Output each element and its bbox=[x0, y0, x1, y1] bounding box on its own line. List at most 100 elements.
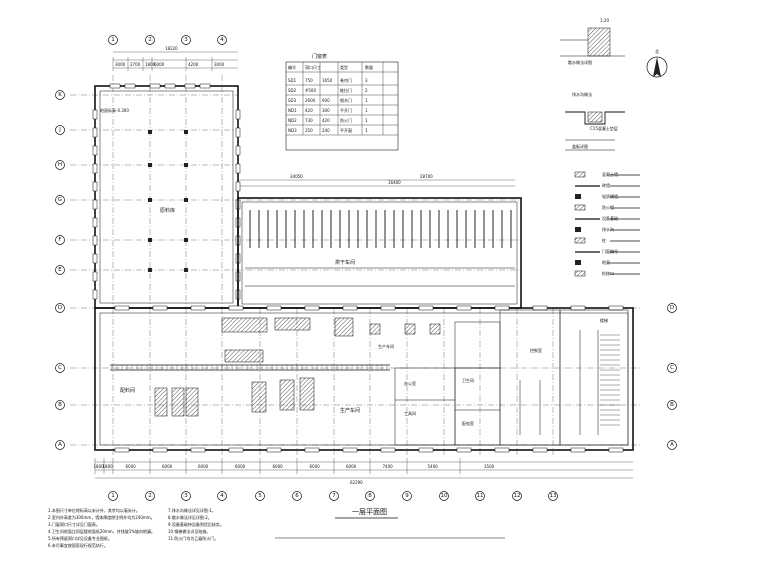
axis-bubble-row-A-label: A bbox=[58, 442, 62, 448]
elevation-label: 地面标高-0.300 bbox=[100, 107, 129, 113]
equipment-foundation bbox=[369, 323, 381, 335]
legend-item: 轻质隔墙 bbox=[575, 193, 640, 199]
schedule-header: 数量 bbox=[365, 64, 373, 70]
column-icon bbox=[148, 130, 152, 134]
axis-bubble-col-11-label: 11 bbox=[477, 493, 484, 499]
axis-bubble-row-B-label: B bbox=[58, 402, 62, 408]
schedule-cell: 1 bbox=[365, 128, 368, 133]
legend-item: 地漏 bbox=[575, 259, 640, 265]
schedule-cell: 推拉门 bbox=[340, 87, 352, 93]
axis-bubble-col-13-label: 13 bbox=[550, 493, 557, 499]
column-icon bbox=[148, 198, 152, 202]
axis-bubble-right-B-label: B bbox=[670, 402, 674, 408]
equipment-foundation bbox=[185, 387, 199, 417]
detail2-trench bbox=[587, 111, 603, 123]
dim-top-seg: 4200 bbox=[188, 62, 199, 67]
dim-mid-3: 16400 bbox=[388, 180, 401, 185]
dim-top-seg: 6000 bbox=[154, 62, 165, 67]
axis-bubble-col-7: 7 bbox=[329, 491, 339, 501]
legend-label: 柱 bbox=[602, 237, 606, 243]
schedule-header: 编号 bbox=[288, 64, 296, 70]
dim-bottom-seg: 6000 bbox=[162, 464, 173, 469]
dim-top-seg: 1800 bbox=[145, 62, 156, 67]
equipment-foundation bbox=[274, 317, 311, 331]
detail1-section bbox=[587, 27, 611, 57]
plan-title-text: 一层平面图 bbox=[352, 508, 387, 516]
schedule-cell: 600 bbox=[322, 98, 330, 103]
note-line: 10.钢梯做法详见结施。 bbox=[168, 528, 210, 534]
axis-bubble-col-7-label: 7 bbox=[332, 493, 336, 499]
note-line: 11.防火门均为乙级防火门。 bbox=[168, 535, 218, 541]
legend-item: 排水沟 bbox=[575, 226, 640, 232]
dim-top-seg: 3000 bbox=[214, 62, 225, 67]
axis-bubble-col-10-label: 10 bbox=[441, 493, 448, 499]
axis-bubble-row-J-label: J bbox=[58, 127, 61, 133]
note-line: 2.室内外高差为300mm，墙体厚度除注明外均为240mm。 bbox=[48, 514, 155, 520]
room-tool: 工具间 bbox=[404, 410, 416, 416]
axis-bubble-row-A: A bbox=[55, 440, 65, 450]
equipment-foundation bbox=[221, 317, 268, 333]
legend-label: 混凝土墙 bbox=[602, 171, 618, 177]
room-office: 办公室 bbox=[404, 380, 416, 386]
detail1-note: 1:20 bbox=[600, 18, 609, 23]
detail-drawings: 散水做法详图 1:20 北 排水沟做法 C15混凝土垫层 盖板详图 bbox=[560, 18, 668, 151]
legend-item: 砖墙 bbox=[575, 182, 640, 188]
legend-label: 砖墙 bbox=[602, 182, 610, 188]
axis-bubble-row-D: D bbox=[55, 303, 65, 313]
dim-bottom-seg: 6000 bbox=[235, 464, 246, 469]
column-icon bbox=[148, 268, 152, 272]
schedule-cell: 2 bbox=[365, 88, 368, 93]
legend-item: 混凝土墙 bbox=[574, 171, 640, 178]
axis-bubble-col-12: 12 bbox=[512, 491, 522, 501]
axis-bubble-row-K: K bbox=[55, 90, 65, 100]
axis-bubble-top-2: 2 bbox=[145, 35, 155, 45]
schedule-cell: 3 bbox=[365, 78, 368, 83]
schedule-cell: 350 bbox=[305, 128, 313, 133]
schedule-cell: ND2 bbox=[288, 118, 297, 123]
dim-bottom-seg: 6000 bbox=[273, 464, 284, 469]
axis-bubble-row-F-label: F bbox=[58, 237, 61, 243]
schedule-cell: 防火门 bbox=[340, 117, 352, 123]
axis-bubble-col-2: 2 bbox=[145, 491, 155, 501]
axis-bubble-right-A-label: A bbox=[670, 442, 674, 448]
dim-bottom-seg: 7400 bbox=[383, 464, 394, 469]
dim-mid-2: 28700 bbox=[420, 174, 433, 179]
schedule-cell: 钢木门 bbox=[340, 97, 352, 103]
axis-bubble-col-6-label: 6 bbox=[295, 493, 299, 499]
dim-bottom-seg: 5400 bbox=[428, 464, 439, 469]
equipment-foundation bbox=[299, 377, 315, 411]
plan-title: 一层平面图 bbox=[275, 508, 505, 539]
room-raw-storage: 原料库 bbox=[160, 207, 175, 214]
legend-label: 防火墙 bbox=[602, 204, 614, 210]
axis-bubble-row-J: J bbox=[55, 125, 65, 135]
dim-top-seg: 3000 bbox=[115, 62, 126, 67]
axis-bubble-col-6: 6 bbox=[292, 491, 302, 501]
schedule-cell: 730 bbox=[305, 118, 313, 123]
axis-bubble-row-G: G bbox=[55, 195, 65, 205]
detail2-note: C15混凝土垫层 bbox=[590, 125, 618, 131]
dim-bottom-seg: 6000 bbox=[198, 464, 209, 469]
axis-bubble-col-3: 3 bbox=[181, 491, 191, 501]
axis-bubble-col-5-label: 5 bbox=[258, 493, 262, 499]
room-drying: 烘干车间 bbox=[335, 259, 355, 266]
legend-label: 轻质隔墙 bbox=[602, 193, 618, 199]
general-notes-2: 7.排水沟做法详见详图-1。8.散水做法详见详图-2。9.设备基础待设备到货后核… bbox=[168, 507, 224, 541]
axis-bubble-col-5: 5 bbox=[255, 491, 265, 501]
axis-bubble-col-1: 1 bbox=[108, 491, 118, 501]
axis-bubble-right-D: D bbox=[667, 303, 677, 313]
equipment-foundation bbox=[334, 317, 354, 337]
axis-bubble-col-2-label: 2 bbox=[148, 493, 152, 499]
column-icon bbox=[184, 268, 188, 272]
schedule-cell: SD2 bbox=[288, 88, 297, 93]
warehouse-block: 原料库 地面标高-0.300 bbox=[92, 83, 241, 309]
legend-item: 设备基础 bbox=[575, 215, 640, 221]
axis-bubble-right-D-label: D bbox=[670, 305, 674, 311]
north-arrow-pointer-icon bbox=[653, 57, 661, 77]
axis-bubble-top-4: 4 bbox=[217, 35, 227, 45]
column-icon bbox=[184, 198, 188, 202]
schedule-cell: 平开窗 bbox=[340, 127, 352, 133]
axis-bubble-col-4-label: 4 bbox=[220, 493, 224, 499]
